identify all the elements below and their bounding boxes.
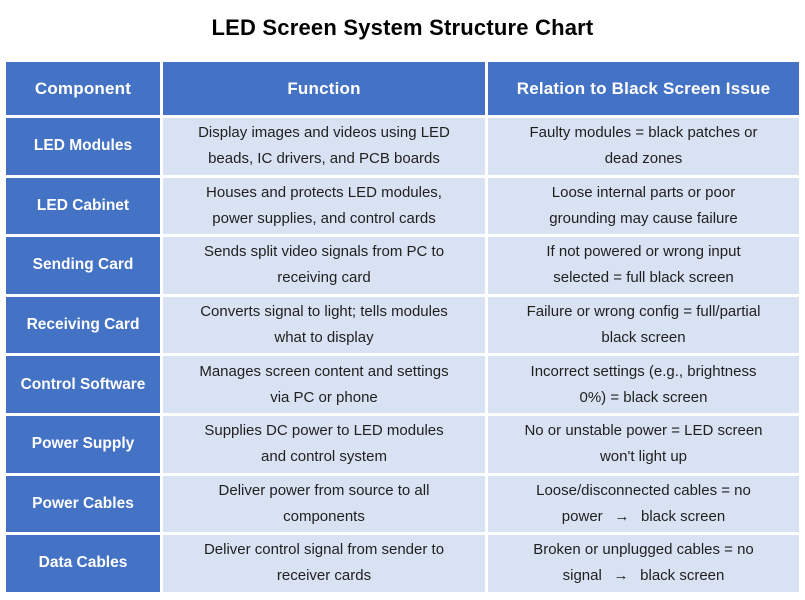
function-cell: Manages screen content and settings via … <box>163 356 485 413</box>
header-cell-function: Function <box>163 62 485 115</box>
component-cell: Data Cables <box>6 535 160 592</box>
component-cell: Sending Card <box>6 237 160 294</box>
header-cell-relation: Relation to Black Screen Issue <box>488 62 799 115</box>
page-title: LED Screen System Structure Chart <box>211 15 594 40</box>
function-cell: Houses and protects LED modules, power s… <box>163 177 485 235</box>
relation-cell: Faulty modules = black patches or dead z… <box>488 118 799 175</box>
relation-cell: Failure or wrong config = full/partial b… <box>488 296 799 354</box>
relation-cell: If not powered or wrong input selected =… <box>488 237 799 294</box>
component-cell: Power Supply <box>6 415 160 473</box>
function-cell: Deliver control signal from sender to re… <box>163 535 485 592</box>
function-cell: Deliver power from source to all compone… <box>163 475 485 533</box>
header-cell-component: Component <box>6 62 160 115</box>
function-cell: Display images and videos using LED bead… <box>163 118 485 175</box>
function-cell: Converts signal to light; tells modules … <box>163 296 485 354</box>
component-cell: LED Cabinet <box>6 177 160 235</box>
relation-cell: Loose internal parts or poor grounding m… <box>488 177 799 235</box>
relation-cell: Incorrect settings (e.g., brightness 0%)… <box>488 356 799 413</box>
component-cell: Control Software <box>6 356 160 413</box>
function-cell: Sends split video signals from PC to rec… <box>163 237 485 294</box>
function-cell: Supplies DC power to LED modules and con… <box>163 415 485 473</box>
relation-cell: Broken or unplugged cables = no signal →… <box>488 535 799 592</box>
relation-cell: Loose/disconnected cables = no power → b… <box>488 475 799 533</box>
component-cell: Receiving Card <box>6 296 160 354</box>
component-cell: Power Cables <box>6 475 160 533</box>
component-cell: LED Modules <box>6 118 160 175</box>
structure-table: Component Function Relation to Black Scr… <box>6 62 799 592</box>
relation-cell: No or unstable power = LED screen won't … <box>488 415 799 473</box>
